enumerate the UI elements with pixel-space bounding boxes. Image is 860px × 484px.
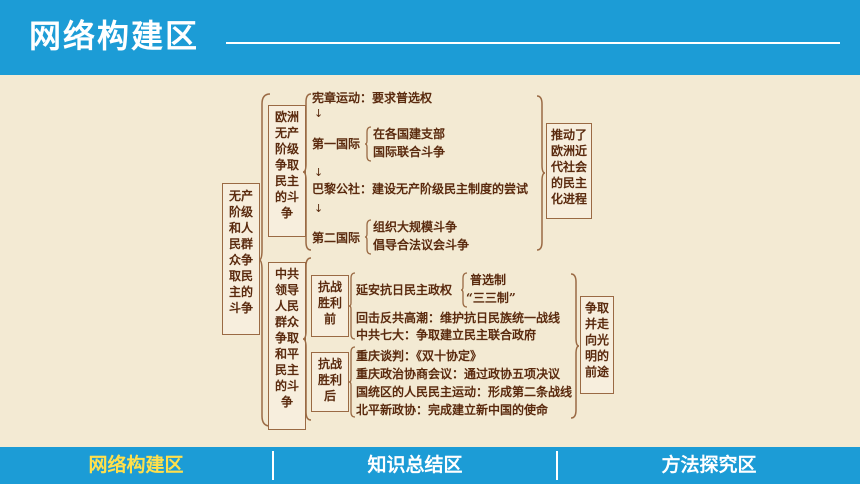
kmt-area-movement-node: 国统区的人民民主运动：形成第二条战线: [356, 385, 573, 399]
branch1-box: 欧洲无产阶级争取民主的斗争: [268, 105, 306, 237]
arrow-down-icon: ↓: [314, 202, 324, 215]
after-victory-brace: [348, 346, 356, 418]
branch2-label: 中共领导人民群众争取和平民主的斗争: [274, 267, 299, 409]
arrow-down-icon: ↓: [314, 107, 324, 120]
second-international-sub1: 组织大规模斗争: [373, 220, 458, 234]
universal-suffrage-node: 普选制: [470, 273, 507, 287]
tab-network-construction[interactable]: 网络构建区: [88, 454, 184, 476]
first-international-node: 第一国际: [312, 137, 361, 151]
branch1-result-brace: [536, 95, 546, 251]
before-victory-box: 抗战胜利前: [311, 275, 349, 337]
first-international-sub1: 在各国建支部: [373, 127, 446, 141]
branch2-brace: [302, 257, 312, 421]
branch1-label: 欧洲无产阶级争取民主的斗争: [274, 110, 299, 220]
branch2-result-box: 争取并走向光明的前途: [580, 296, 614, 394]
second-international-brace: [364, 219, 372, 255]
arrow-down-icon: ↓: [314, 166, 324, 179]
yanan-regime-node: 延安抗日民主政权: [356, 283, 453, 297]
footer-nav: 网络构建区 知识总结区 方法探究区: [0, 447, 860, 484]
tab-separator: [272, 451, 274, 480]
tab-method-exploration[interactable]: 方法探究区: [661, 454, 757, 476]
branch2-result-label: 争取并走向光明的前途: [584, 301, 609, 379]
counter-anticommunist-node: 回击反共高潮：维护抗日民族统一战线: [356, 311, 561, 325]
root-brace: [258, 93, 271, 427]
seventh-congress-node: 中共七大：争取建立民主联合政府: [356, 328, 537, 342]
three-thirds-node: “三三制”: [466, 291, 516, 305]
first-international-brace: [364, 126, 372, 162]
branch2-result-brace: [570, 273, 580, 419]
before-victory-brace: [348, 272, 356, 340]
after-victory-box: 抗战胜利后: [311, 352, 349, 412]
tab-separator: [556, 451, 558, 480]
pcc-conference-node: 重庆政治协商会议：通过政协五项决议: [356, 367, 561, 381]
chartism-node: 宪章运动：要求普选权: [312, 91, 433, 105]
beiping-new-cppcc-node: 北平新政协：完成建立新中国的使命: [356, 403, 549, 417]
second-international-node: 第二国际: [312, 231, 361, 245]
root-label: 无产阶级和人民群众争取民主的斗争: [228, 189, 253, 315]
paris-commune-node: 巴黎公社：建设无产阶级民主制度的尝试: [312, 182, 529, 196]
branch1-brace: [302, 93, 312, 251]
after-victory-label: 抗战胜利后: [317, 357, 342, 403]
header-bar: 网络构建区: [0, 0, 860, 75]
first-international-sub2: 国际联合斗争: [373, 145, 446, 159]
tab-knowledge-summary[interactable]: 知识总结区: [367, 454, 463, 476]
yanan-regime-brace: [460, 272, 468, 308]
branch1-result-label: 推动了欧洲近代社会的民主化进程: [551, 128, 588, 206]
second-international-sub2: 倡导合法议会斗争: [373, 238, 470, 252]
chongqing-negotiation-node: 重庆谈判：《双十协定》: [356, 349, 483, 363]
header-divider: [226, 42, 840, 44]
page-title: 网络构建区: [29, 17, 200, 55]
before-victory-label: 抗战胜利前: [317, 280, 342, 326]
branch2-box: 中共领导人民群众争取和平民主的斗争: [268, 262, 306, 430]
branch1-result-box: 推动了欧洲近代社会的民主化进程: [546, 123, 592, 219]
mind-map-area: [0, 75, 860, 447]
root-box: 无产阶级和人民群众争取民主的斗争: [222, 183, 260, 335]
